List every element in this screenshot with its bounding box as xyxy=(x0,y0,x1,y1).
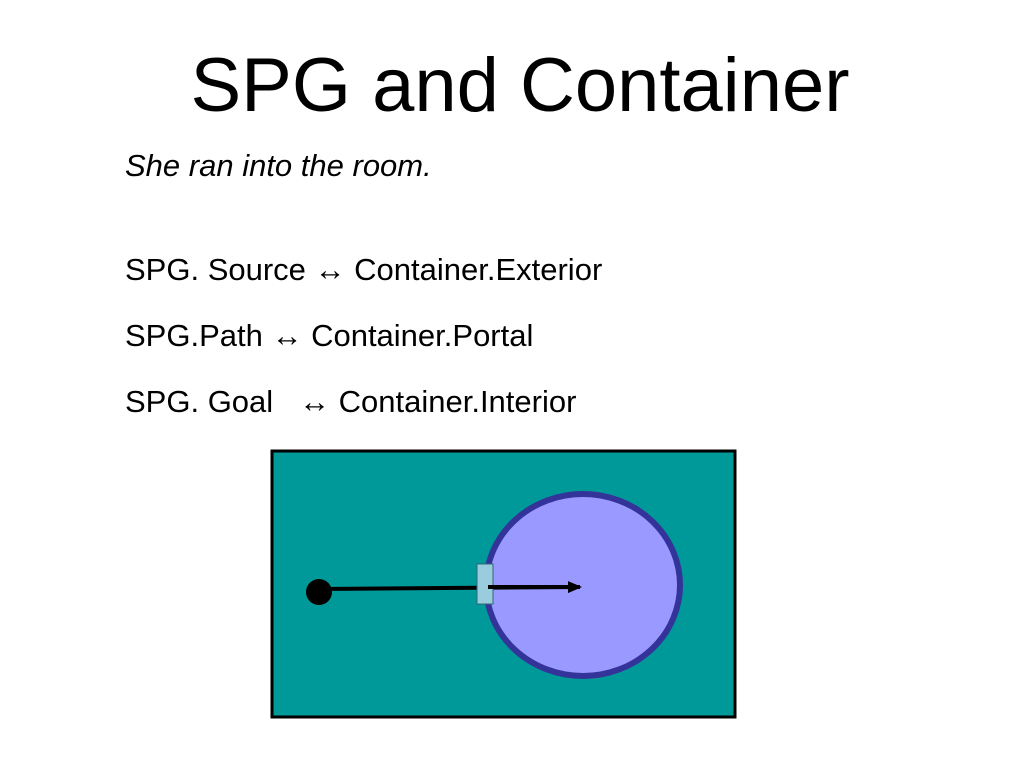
example-sentence: She ran into the room. xyxy=(125,148,432,183)
source-dot xyxy=(306,579,332,605)
mapping-source-exterior: SPG. Source ↔ Container.Exterior xyxy=(125,252,603,287)
container-portal xyxy=(476,563,494,605)
mapping-goal-interior: SPG. Goal ↔ Container.Interior xyxy=(125,384,577,419)
spg-container-diagram xyxy=(270,449,737,719)
slide-title: SPG and Container xyxy=(190,43,850,128)
mapping-path-portal: SPG.Path ↔ Container.Portal xyxy=(125,318,534,353)
